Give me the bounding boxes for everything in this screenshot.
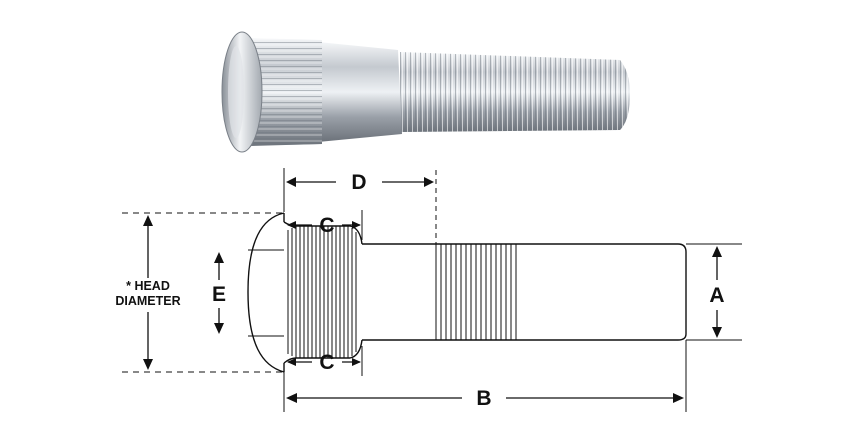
head-profile [247, 212, 285, 373]
label-b: B [476, 387, 491, 410]
label-c-bottom: C [319, 351, 334, 374]
shank-outline [362, 243, 687, 341]
label-head-diameter-line2: DIAMETER [115, 294, 180, 308]
knurl-hatching [287, 226, 357, 358]
label-d: D [351, 171, 366, 194]
label-e: E [212, 283, 226, 306]
stud-photo [221, 31, 630, 153]
label-head-diameter-line1: * HEAD [126, 279, 170, 293]
stud-shoulder-section [318, 42, 402, 142]
dimension-arrows [143, 177, 722, 403]
label-a: A [709, 284, 724, 307]
stud-drawing [122, 168, 742, 412]
thread-hatching [435, 244, 517, 340]
label-c-top: C [319, 214, 334, 237]
knurl-outline [283, 221, 363, 364]
